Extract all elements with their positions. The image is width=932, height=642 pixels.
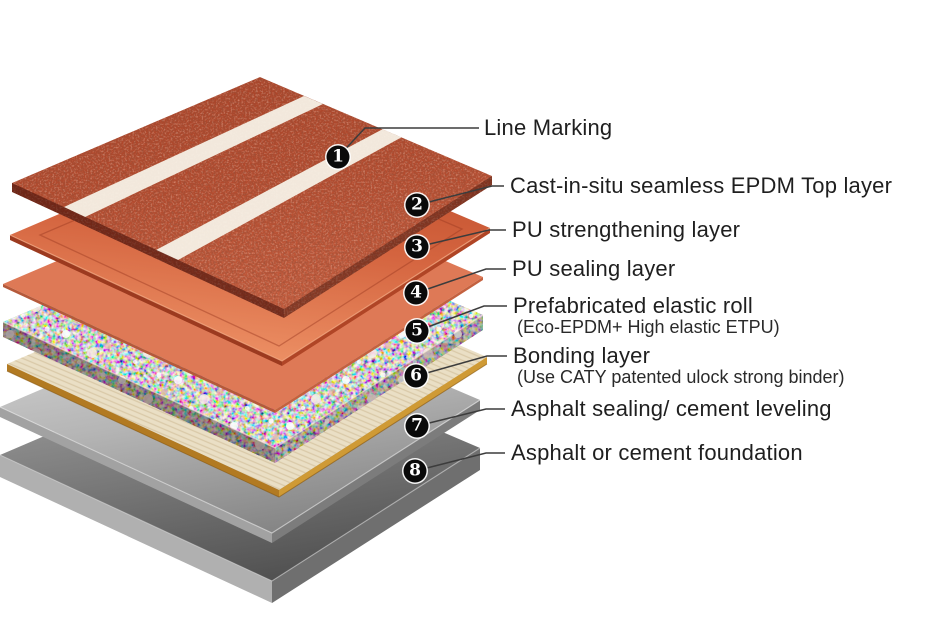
callout-text: PU sealing layer	[512, 256, 676, 281]
callout-number-2: 2	[405, 193, 429, 217]
leader-lines	[337, 127, 507, 472]
callout-number-1: 1	[326, 145, 350, 169]
callout-text: Asphalt or cement foundation	[511, 440, 803, 465]
leader-line-5	[416, 305, 507, 332]
leader-line-6	[415, 355, 507, 377]
leader-line-8	[414, 452, 505, 472]
callout-text: Prefabricated elastic roll	[513, 293, 753, 318]
callout-label-line-marking: Line Marking	[484, 115, 612, 141]
callout-label-foundation: Asphalt or cement foundation	[511, 440, 803, 466]
leader-line-4	[415, 268, 506, 294]
callout-text: PU strengthening layer	[512, 217, 741, 242]
leader-line-7	[416, 408, 505, 427]
leader-line-1	[337, 127, 479, 158]
callout-text: Bonding layer	[513, 343, 651, 368]
callout-label-bonding: Bonding layer (Use CATY patented ulock s…	[513, 343, 845, 388]
leader-line-2	[416, 185, 504, 206]
callout-number-5: 5	[405, 319, 429, 343]
callout-label-asphalt-sealing: Asphalt sealing/ cement leveling	[511, 396, 832, 422]
callout-text: Cast-in-situ seamless EPDM Top layer	[510, 173, 893, 198]
line-marking-stripe	[64, 96, 323, 217]
callout-subtext: (Use CATY patented ulock strong binder)	[517, 367, 845, 387]
callout-text: Line Marking	[484, 115, 613, 140]
leader-line-3	[416, 229, 506, 248]
callout-text: Asphalt sealing/ cement leveling	[511, 396, 832, 421]
callout-label-pu-strengthening: PU strengthening layer	[512, 217, 740, 243]
callout-label-epdm-top: Cast-in-situ seamless EPDM Top layer	[510, 173, 892, 199]
callout-label-pu-sealing: PU sealing layer	[512, 256, 675, 282]
callout-number-4: 4	[404, 281, 428, 305]
callout-number-3: 3	[405, 235, 429, 259]
callout-label-elastic-roll: Prefabricated elastic roll (Eco-EPDM+ Hi…	[513, 293, 780, 338]
callout-number-7: 7	[405, 414, 429, 438]
callout-subtext: (Eco-EPDM+ High elastic ETPU)	[517, 317, 780, 337]
callout-number-8: 8	[403, 459, 427, 483]
callout-number-6: 6	[404, 364, 428, 388]
